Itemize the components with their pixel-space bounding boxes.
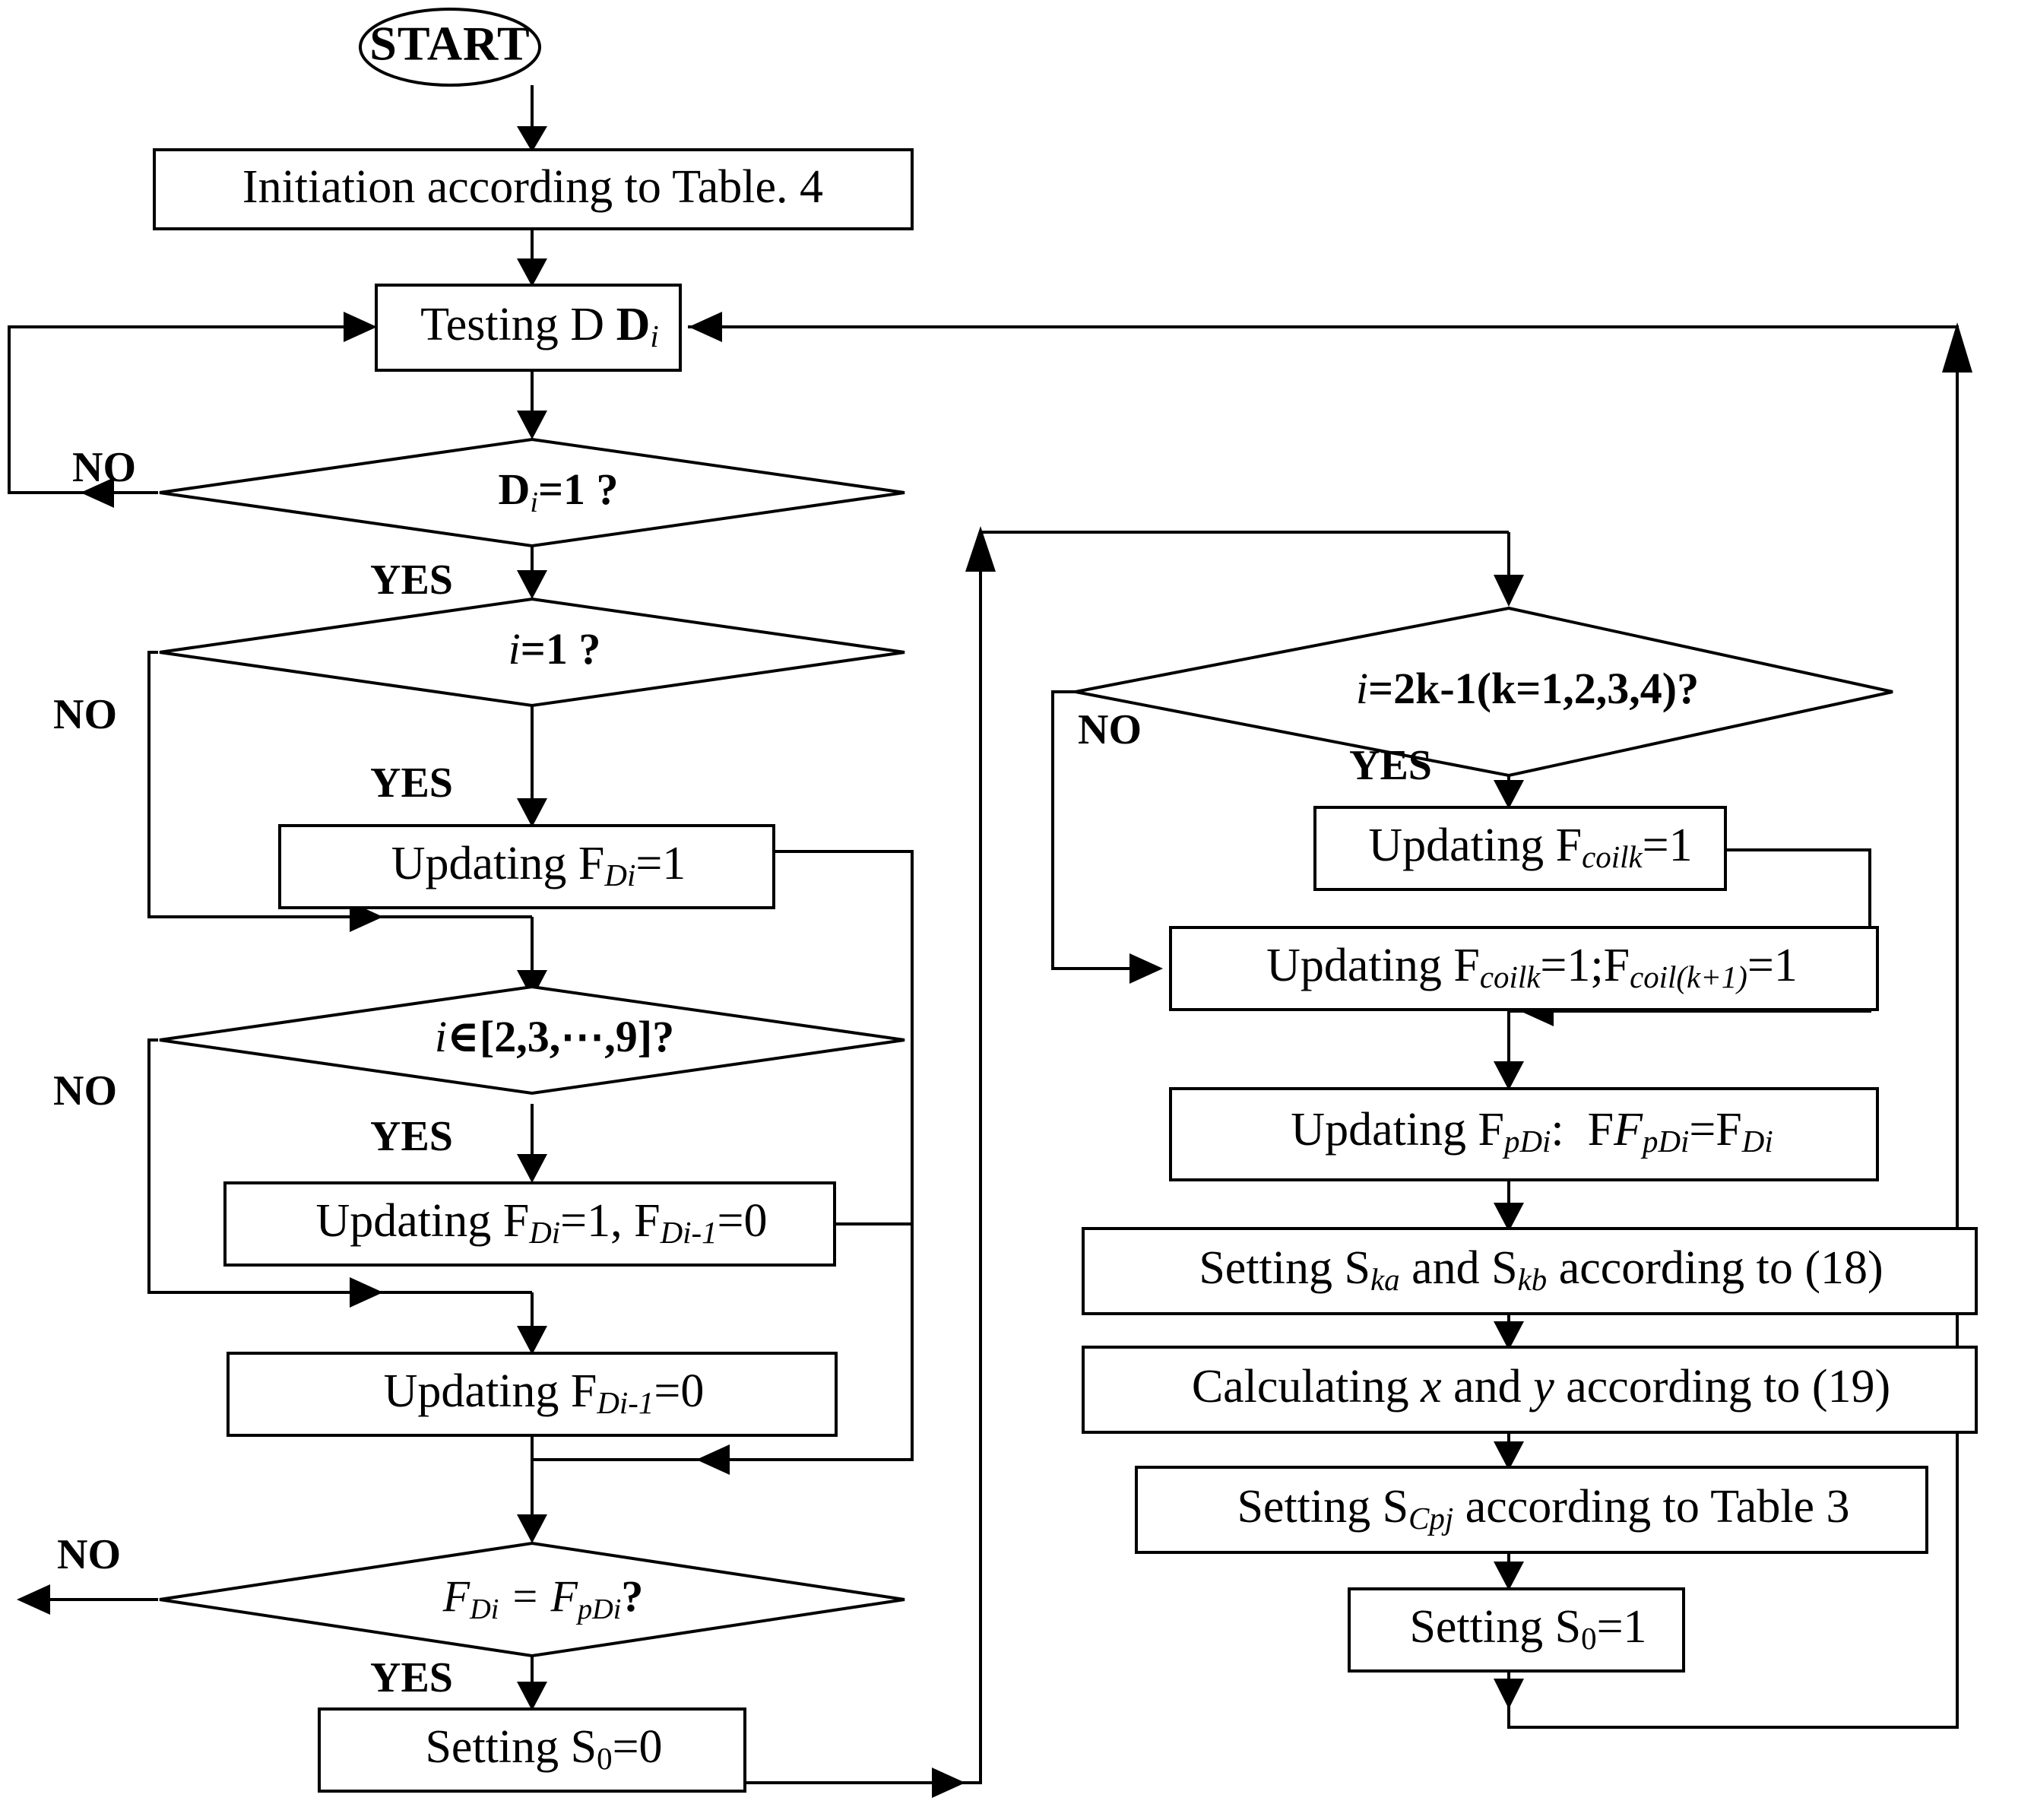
- node-decrange-label: i∈[2,3,⋯,9]?: [379, 1012, 707, 1061]
- node-sets00-shape[interactable]: [318, 1707, 746, 1793]
- node-decd-label: Di=1 ?: [443, 465, 651, 518]
- edge-decd-yes-to-deci1: [517, 546, 547, 599]
- node-deci1-label: i=1 ?: [453, 624, 634, 674]
- node-updfdim1-shape[interactable]: [227, 1352, 838, 1437]
- edge-label-yes-2: YES: [370, 759, 453, 807]
- node-updfpdi-label: Updating FpDi: FFpDi=FDi: [1232, 1104, 1808, 1166]
- edge-label-yes-3: YES: [370, 1113, 453, 1160]
- edge-label-yes-1: YES: [370, 556, 453, 604]
- node-decd-shape[interactable]: [159, 437, 905, 548]
- edge-label-no-4: NO: [57, 1531, 121, 1578]
- node-updfdi-shape[interactable]: [278, 824, 775, 909]
- node-setska-shape[interactable]: [1082, 1227, 1978, 1315]
- node-dec2k-shape[interactable]: [1075, 606, 1893, 778]
- node-setscpj-label: Setting SCpj according to Table 3: [1178, 1481, 1885, 1536]
- edge-testing-to-decd: [517, 370, 547, 439]
- edge-merge-to-updfdim1: [517, 1292, 547, 1355]
- edge-deci1-yes-to-updfdi: [517, 705, 547, 827]
- node-decrange-shape[interactable]: [159, 985, 905, 1095]
- node-init-label: Initiation according to Table. 4: [242, 161, 823, 213]
- edge-label-no-3: NO: [53, 1067, 117, 1115]
- edge-label-no-right: NO: [1078, 706, 1142, 753]
- node-updfdifdim1-shape[interactable]: [223, 1181, 836, 1267]
- node-start-label: START: [369, 17, 530, 71]
- node-testing-label: Testing D Di: [363, 299, 694, 361]
- edge-updfcoilk2-to-updfpdi: [1494, 1011, 1524, 1090]
- edge-decd-no-to-testing: [8, 312, 377, 508]
- edge-start-to-init: [517, 85, 547, 152]
- node-deceq-label: FDi = FpDi?: [388, 1571, 676, 1625]
- node-updfcoilk-label: Updating Fcoilk=1: [1310, 820, 1728, 874]
- edge-setscpj-to-sets01: [1494, 1551, 1524, 1590]
- node-updfdifdim1-label: Updating FDi=1, FDi-1=0: [257, 1195, 803, 1250]
- node-calcxy-shape[interactable]: [1082, 1346, 1978, 1434]
- edge-dec2k-no: [1051, 690, 1163, 984]
- node-calcxy-label: Calculating x and y according to (19): [1133, 1361, 1925, 1413]
- node-updfdim1-label: Updating FDi-1=0: [325, 1365, 740, 1420]
- edge-setska-to-calcxy: [1494, 1312, 1524, 1350]
- node-start-shape[interactable]: [359, 8, 541, 87]
- node-setscpj-shape[interactable]: [1135, 1466, 1928, 1554]
- edge-label-yes-4: YES: [370, 1654, 453, 1701]
- node-sets01-shape[interactable]: [1348, 1587, 1685, 1673]
- node-sets01-label: Setting S0=1: [1351, 1601, 1682, 1656]
- edge-decrange-yes: [517, 1104, 547, 1183]
- node-updfpdi-shape[interactable]: [1169, 1087, 1879, 1181]
- edge-deceq-no: [17, 1584, 158, 1615]
- node-init-shape[interactable]: [153, 148, 914, 230]
- edge-calcxy-to-setscpj: [1494, 1429, 1524, 1470]
- edge-to-dec2k: [1494, 532, 1524, 607]
- edge-sets01-to-testing: [688, 312, 1972, 1729]
- node-deci1-shape[interactable]: [159, 597, 905, 708]
- node-sets00-label: Setting S​0=0: [366, 1721, 698, 1776]
- node-updfcoilk2-label: Updating Fcoilk=1;Fcoil(k+1)=1: [1208, 940, 1833, 994]
- node-testing-shape[interactable]: [375, 284, 682, 372]
- edge-updfdim1-to-deceq: [517, 1423, 547, 1543]
- edge-label-no-2: NO: [53, 691, 117, 738]
- node-setska-label: Setting Ska and Skb according to (18): [1140, 1242, 1918, 1297]
- edge-label-no-1: NO: [72, 444, 136, 491]
- node-deceq-shape[interactable]: [159, 1541, 905, 1658]
- edge-deceq-yes: [517, 1653, 547, 1711]
- node-updfdi-label: Updating FDi=1: [332, 838, 721, 893]
- node-dec2k-label: i=2k-1(k=1,2,3,4)?: [1301, 664, 1731, 713]
- edge-label-yes-right: YES: [1349, 742, 1432, 789]
- node-updfcoilk2-shape[interactable]: [1169, 926, 1879, 1011]
- edge-decrange-no: [147, 1038, 532, 1308]
- node-updfcoilk-shape[interactable]: [1313, 806, 1727, 891]
- edge-updfpdi-to-setska: [1494, 1180, 1524, 1232]
- edge-merge-to-decrange: [517, 917, 547, 999]
- edge-init-to-testing: [517, 228, 547, 287]
- edge-updfdi-right-down: [532, 850, 914, 1475]
